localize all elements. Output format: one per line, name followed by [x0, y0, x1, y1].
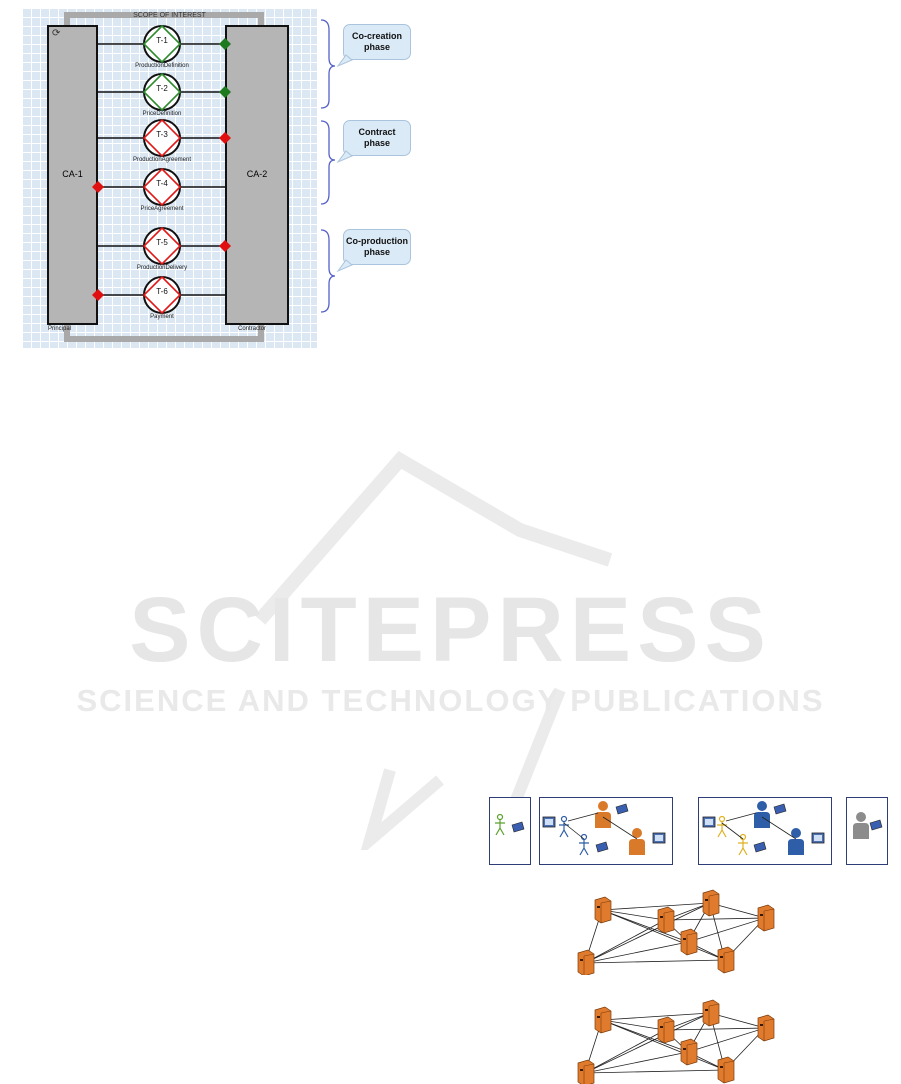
laptop-icon	[616, 804, 628, 814]
network-link	[585, 1070, 725, 1073]
person-icon	[559, 817, 569, 838]
transaction-diamond	[92, 289, 104, 301]
server-icon	[658, 907, 674, 933]
transaction-diamond	[219, 240, 231, 252]
transaction-symbol-t-2: T-2	[144, 74, 180, 110]
transaction-symbol-t-4: T-4	[144, 169, 180, 205]
network-link	[665, 918, 765, 920]
laptop-icon	[512, 822, 524, 832]
network-link	[602, 1020, 665, 1030]
person-icon	[579, 835, 589, 856]
watermark-title: SCITEPRESS	[0, 578, 901, 683]
monitor-icon	[703, 817, 715, 827]
transaction-symbol-t-5: T-5	[144, 228, 180, 264]
server-icon	[703, 890, 719, 916]
network-link	[602, 1020, 688, 1052]
transaction-label: ProductionAgreement	[107, 157, 217, 163]
transaction-label: PriceAgreement	[107, 206, 217, 212]
network-link	[585, 1052, 688, 1073]
transaction-symbol-t-3: T-3	[144, 120, 180, 156]
transaction-symbol-t-1: T-1	[144, 26, 180, 62]
server-icon	[681, 929, 697, 955]
people-layer	[480, 795, 900, 870]
transaction-label: ProductionDefinition	[107, 63, 217, 69]
transaction-label: ProductionDelivery	[107, 265, 217, 271]
person-icon	[629, 828, 645, 855]
network-link	[602, 910, 665, 920]
monitor-icon	[543, 817, 555, 827]
laptop-icon	[774, 804, 786, 814]
server-icon	[758, 1015, 774, 1041]
person-icon	[754, 801, 770, 828]
server-network-top	[560, 885, 790, 975]
transaction-diamond	[219, 38, 231, 50]
network-link	[585, 942, 688, 963]
transaction-diamond	[219, 132, 231, 144]
transaction-label: PriceDefinition	[107, 111, 217, 117]
monitor-icon	[812, 833, 824, 843]
laptop-icon	[596, 842, 608, 852]
transaction-id: T-1	[156, 36, 168, 45]
person-icon	[595, 801, 611, 828]
watermark-subtitle: SCIENCE AND TECHNOLOGY PUBLICATIONS	[0, 683, 901, 719]
laptop-icon	[870, 820, 882, 830]
server-icon	[578, 1060, 594, 1084]
transaction-diamond	[219, 86, 231, 98]
person-icon	[853, 812, 869, 839]
server-icon	[681, 1039, 697, 1065]
laptop-icon	[754, 842, 766, 852]
server-icon	[718, 947, 734, 973]
server-icon	[658, 1017, 674, 1043]
network-link	[602, 910, 688, 942]
bubble-tails	[330, 0, 360, 300]
transaction-id: T-6	[156, 287, 168, 296]
transaction-symbol-t-6: T-6	[144, 277, 180, 313]
person-icon	[717, 817, 727, 838]
person-icon	[495, 815, 505, 836]
transaction-diamond	[92, 181, 104, 193]
transaction-id: T-5	[156, 238, 168, 247]
person-icon	[788, 828, 804, 855]
person-icon	[738, 835, 748, 856]
transaction-diagram: SCOPE OF INTEREST CA-1 ⟳ Principal CA-2 …	[22, 8, 317, 348]
network-link	[585, 960, 725, 963]
transaction-label: Payment	[107, 314, 217, 320]
monitor-icon	[653, 833, 665, 843]
server-icon	[595, 897, 611, 923]
transaction-id: T-2	[156, 84, 168, 93]
transaction-symbols: T-1T-2T-3T-4T-5T-6	[22, 8, 317, 348]
server-icon	[758, 905, 774, 931]
transaction-id: T-4	[156, 179, 168, 188]
server-icon	[703, 1000, 719, 1026]
network-link	[665, 1028, 765, 1030]
server-icon	[595, 1007, 611, 1033]
server-network-bottom	[560, 995, 790, 1084]
transaction-id: T-3	[156, 130, 168, 139]
phase-label-contract: Contract phase	[358, 127, 395, 149]
server-icon	[578, 950, 594, 975]
server-icon	[718, 1057, 734, 1083]
